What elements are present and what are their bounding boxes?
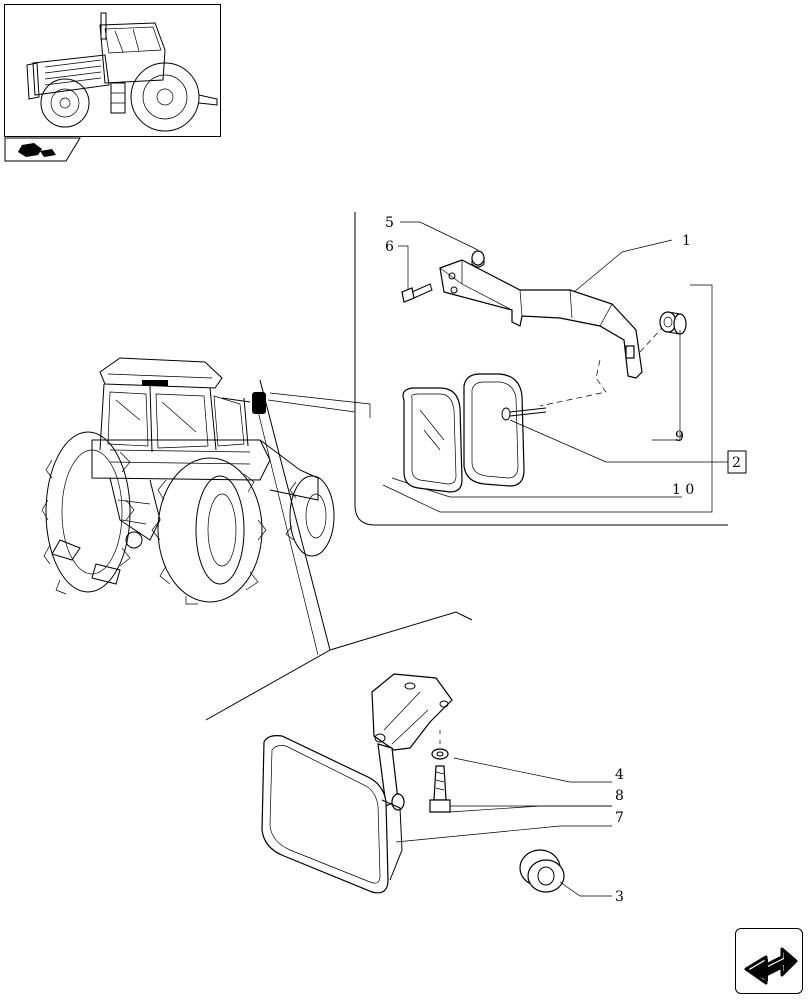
callout-2: 2 xyxy=(732,455,741,471)
callout-5: 5 xyxy=(385,215,394,231)
tractor-thumbnail-icon xyxy=(26,12,218,132)
knob-part-9 xyxy=(659,311,687,335)
mirror-arm-bracket xyxy=(439,259,643,379)
callout-8: 8 xyxy=(615,788,624,804)
mirror-glass-part xyxy=(402,387,463,493)
washer-part-4 xyxy=(431,730,449,760)
next-page-arrow-icon xyxy=(744,947,798,985)
bolt-part-6 xyxy=(401,283,433,303)
callout-9: 9 xyxy=(675,429,684,445)
callout-10: 1 0 xyxy=(672,482,694,498)
grommet-part-3 xyxy=(519,849,565,893)
mirror-housing-part-10 xyxy=(463,373,547,487)
bolt-part-7 xyxy=(429,765,451,813)
callout-1: 1 xyxy=(682,233,691,249)
tractor-rear-view xyxy=(41,357,335,605)
nut-part-5 xyxy=(471,250,485,268)
detail-frame xyxy=(354,212,728,526)
callout-4: 4 xyxy=(615,767,624,783)
section-tab[interactable] xyxy=(4,137,84,163)
callout-2-box xyxy=(727,450,747,474)
next-page-button[interactable] xyxy=(735,928,803,994)
tractor-thumbnail xyxy=(4,4,221,137)
callout-7: 7 xyxy=(615,810,624,826)
callout-6: 6 xyxy=(385,239,394,255)
large-mirror-assembly xyxy=(261,673,453,894)
callout-3: 3 xyxy=(615,889,624,905)
parts-section-icon xyxy=(18,143,56,157)
